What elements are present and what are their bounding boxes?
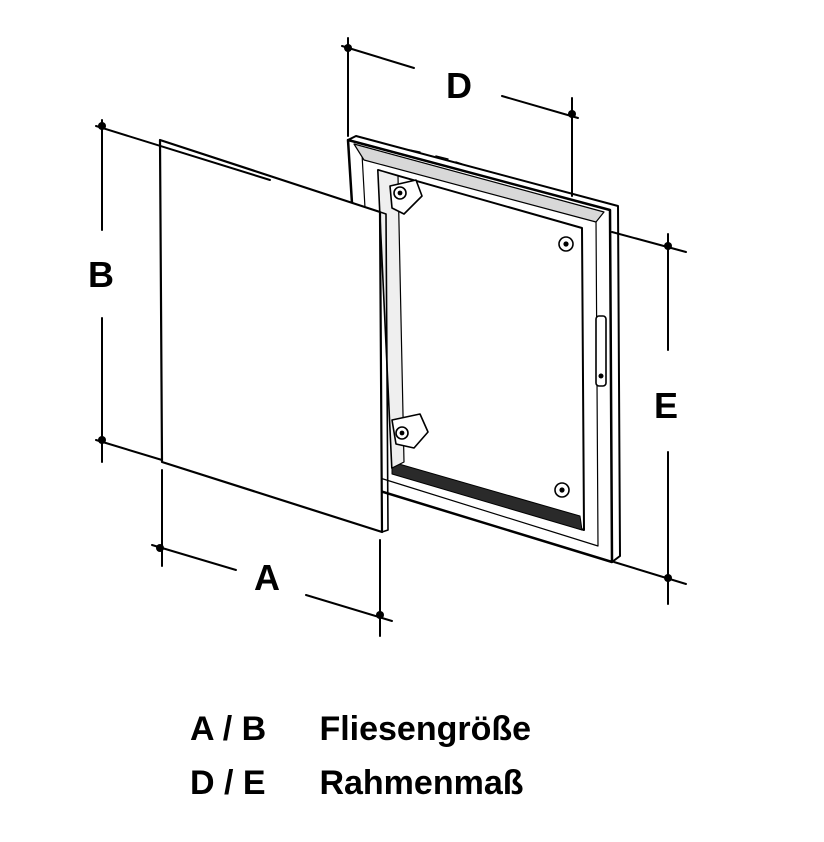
label-b: B [88, 254, 114, 295]
dimension-e [611, 231, 687, 605]
frame [346, 135, 621, 564]
tile-panel [158, 138, 389, 534]
latch [595, 315, 607, 387]
legend-text: Fliesengröße [319, 710, 532, 748]
screw-bottom-right [554, 482, 570, 498]
label-e: E [654, 385, 678, 426]
dimension-b [95, 119, 271, 463]
bracket-top [389, 179, 423, 215]
label-a: A [254, 557, 280, 598]
label-d: D [446, 65, 472, 106]
screw-top-right [558, 236, 574, 252]
legend-code: D / E [190, 764, 266, 802]
dimension-d [341, 37, 579, 197]
dimension-a [151, 469, 393, 637]
legend-row-frame-size: D / E Rahmenmaß [190, 764, 670, 803]
legend-code: A / B [190, 710, 267, 748]
legend-text: Rahmenmaß [319, 764, 524, 802]
frame-bottom-rail [391, 461, 583, 531]
tile-panel-face [158, 138, 384, 534]
frame-top-rail [353, 143, 605, 223]
tile-panel-edge [379, 211, 389, 533]
frame-depth [347, 135, 621, 563]
top-slots [409, 149, 463, 165]
legend-row-tile-size: A / B Fliesengröße [190, 710, 670, 749]
bracket-bottom [391, 413, 429, 449]
